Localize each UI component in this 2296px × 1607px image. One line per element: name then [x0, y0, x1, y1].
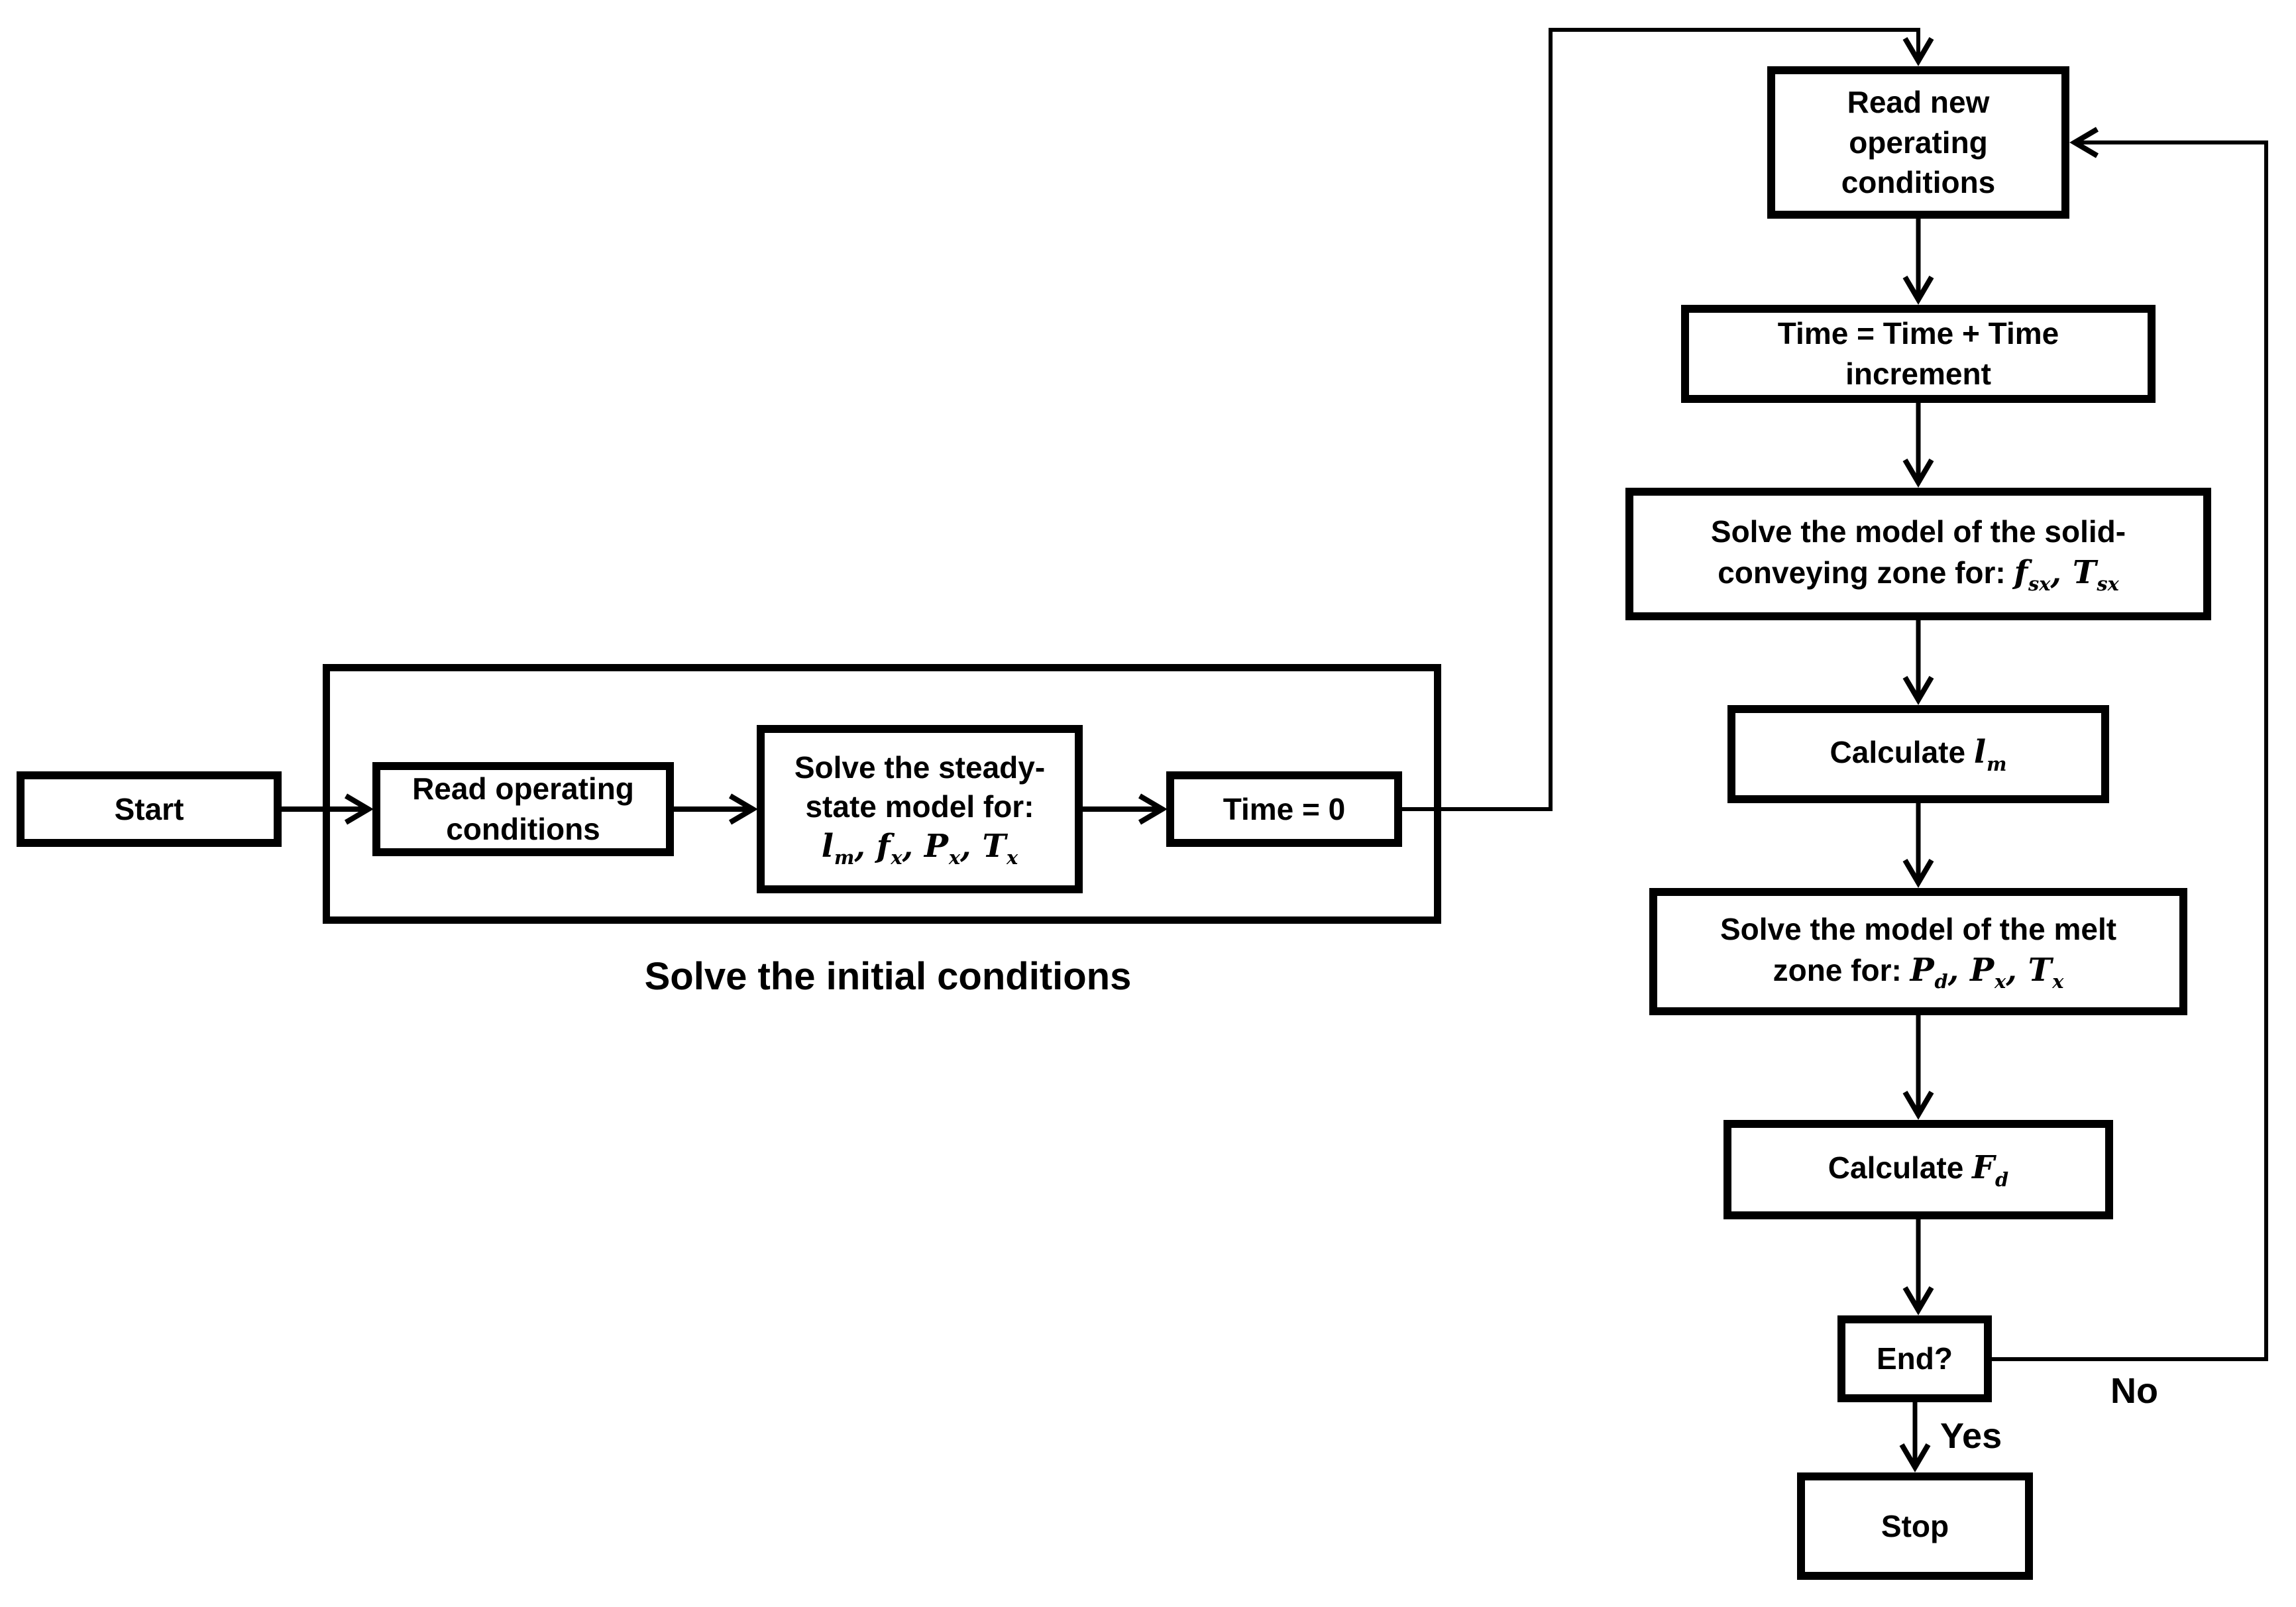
node-solid-zone-line1: Solve the model of the solid- — [1710, 514, 2126, 549]
node-solid-zone-line2-text: conveying zone for: — [1718, 555, 2014, 590]
node-time-zero: Time = 0 — [1166, 771, 1402, 847]
node-stop: Stop — [1797, 1472, 2033, 1580]
node-start: Start — [17, 771, 282, 847]
node-end-label: End? — [1877, 1341, 1953, 1376]
node-solid-zone-line2: conveying zone for: fsx, Tsx — [1718, 552, 2119, 597]
node-calculate-lm: Calculate lm — [1727, 705, 2109, 803]
edge-label-no: No — [2110, 1371, 2158, 1411]
edge-label-yes: Yes — [1940, 1416, 2002, 1456]
node-time-zero-label: Time = 0 — [1223, 791, 1346, 826]
node-calculate-fd-text: Calculate — [1828, 1150, 1973, 1186]
node-calculate-lm-text: Calculate — [1830, 735, 1974, 770]
node-calculate-lm-label: Calculate lm — [1830, 732, 2007, 777]
node-solve-solid-conveying-zone: Solve the model of the solid- conveying … — [1625, 488, 2211, 620]
node-calculate-fd-math: Fd — [1972, 1149, 2009, 1191]
node-calculate-fd-label: Calculate Fd — [1828, 1147, 2008, 1192]
node-melt-zone-line1: Solve the model of the melt — [1720, 911, 2117, 946]
node-solve-steady-state: Solve the steady-state model for: lm, fx… — [757, 725, 1083, 893]
node-solve-melt-zone: Solve the model of the melt zone for: Pd… — [1649, 888, 2187, 1015]
group-caption: Solve the initial conditions — [644, 955, 1132, 998]
node-melt-zone-math: Pd, Px, Tx — [1910, 951, 2064, 993]
node-calculate-lm-math: lm — [1973, 734, 2007, 775]
node-steady-state-text: Solve the steady-state model for: — [794, 749, 1046, 824]
node-steady-state-math: lm, fx, Px, Tx — [821, 827, 1018, 869]
node-solid-zone-math: fsx, Tsx — [2014, 553, 2119, 596]
node-end-decision: End? — [1837, 1315, 1992, 1402]
node-start-label: Start — [114, 791, 184, 826]
node-melt-zone-line2-text: zone for: — [1773, 952, 1910, 987]
node-stop-label: Stop — [1881, 1508, 1949, 1543]
node-calculate-fd: Calculate Fd — [1723, 1120, 2113, 1219]
node-melt-zone-line2: zone for: Pd, Px, Tx — [1773, 950, 2064, 995]
